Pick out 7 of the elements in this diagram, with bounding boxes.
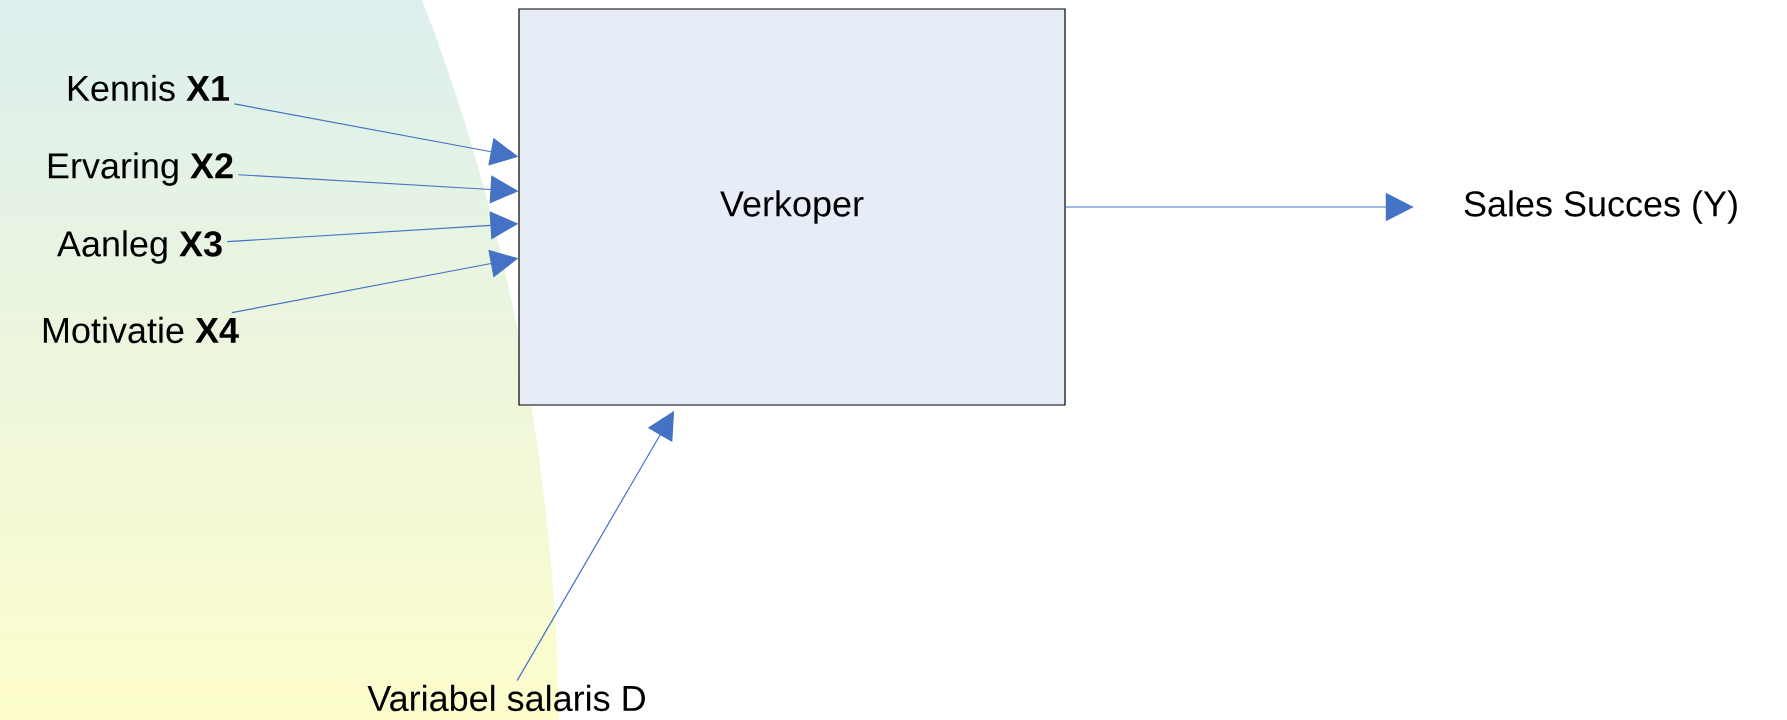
variable-label: Kennis X1 [68, 74, 230, 102]
variable-label: Variabel salaris D [367, 684, 645, 712]
process-box: Verkoper [518, 8, 1066, 406]
variable-label: Motivatie X4 [43, 316, 239, 344]
variable-label: Aanleg X3 [57, 230, 222, 264]
variable-label: Sales Succes (Y) [1464, 190, 1737, 224]
variable-label: Ervaring X2 [48, 152, 233, 186]
